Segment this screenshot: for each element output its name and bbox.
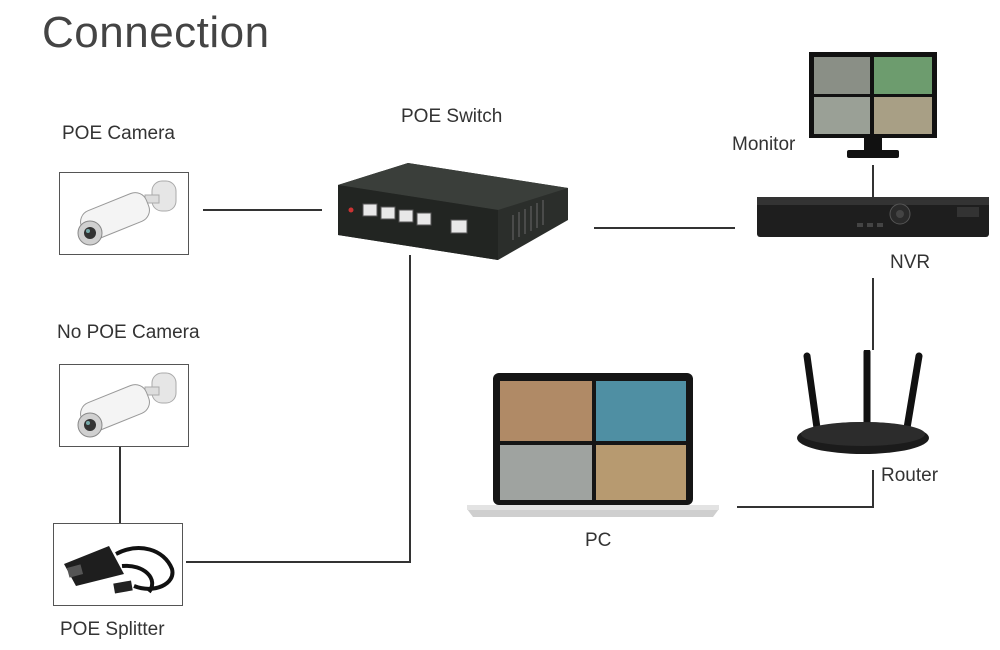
router-icon xyxy=(797,350,929,454)
label-monitor: Monitor xyxy=(732,134,796,155)
label-nvr: NVR xyxy=(890,252,931,273)
poe-camera-icon xyxy=(77,180,177,246)
monitor-icon xyxy=(809,52,937,158)
line-switch-splitter xyxy=(186,255,411,563)
label-poe-splitter: POE Splitter xyxy=(60,619,165,640)
nvr-icon xyxy=(757,197,989,237)
line-router-pc xyxy=(737,470,874,508)
label-router: Router xyxy=(881,465,939,486)
label-no-poe-camera: No POE Camera xyxy=(57,322,200,343)
poe-camera-box xyxy=(59,172,189,255)
no-poe-camera-icon xyxy=(77,372,177,438)
poe-splitter-box xyxy=(53,523,183,606)
no-poe-camera-box xyxy=(59,364,189,447)
label-pc: PC xyxy=(585,530,612,551)
label-poe-camera: POE Camera xyxy=(62,123,175,144)
poe-switch-icon xyxy=(338,163,568,260)
diagram-title: Connection xyxy=(42,8,270,57)
label-poe-switch: POE Switch xyxy=(401,106,503,127)
pc-icon xyxy=(467,373,719,517)
poe-splitter-icon xyxy=(64,546,175,594)
